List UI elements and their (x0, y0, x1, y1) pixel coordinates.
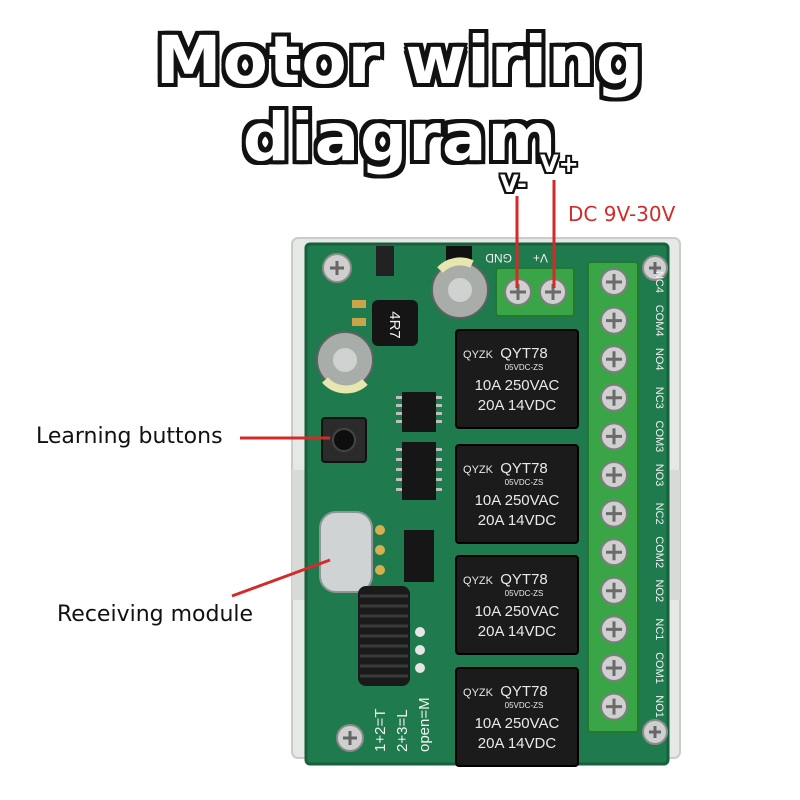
relay-coil-spec: 05VDC-ZS (505, 478, 544, 487)
mounting-screw-top-right (642, 255, 668, 281)
terminal-screw-slot (606, 389, 622, 406)
crystal-oscillator (319, 511, 373, 593)
terminal-label-com2: COM2 (653, 536, 665, 568)
relay-brand: QYZK (463, 687, 494, 699)
terminal-label-com4: COM4 (653, 305, 665, 337)
v-minus-label: V- (500, 170, 527, 198)
electrolytic-capacitor (316, 331, 374, 394)
smd-resistor (352, 300, 366, 308)
terminal-label-nc4: NC4 (653, 271, 665, 293)
relay-model: QYT78 (500, 571, 548, 588)
inductor-label: 4R7 (386, 311, 403, 339)
learning-buttons-callout: Learning buttons (36, 424, 223, 449)
terminal-label-com1: COM1 (653, 652, 665, 684)
mounting-screw-bottom-right (642, 719, 668, 745)
antenna-coil (358, 586, 410, 686)
enclosure-rail-left (292, 470, 306, 600)
relay-model: QYT78 (500, 460, 548, 477)
terminal-label-no3: NO3 (653, 464, 665, 487)
learning-button[interactable] (321, 417, 367, 463)
inductor: 4R7 (372, 300, 418, 346)
terminal-screw-slot (606, 351, 622, 368)
terminal-label-no4: NO4 (653, 348, 665, 371)
relay-dc-rating: 20A 14VDC (478, 735, 557, 752)
regulator-chip (376, 246, 394, 276)
supply-voltage-label: DC 9V-30V (568, 202, 676, 226)
relay-dc-rating: 20A 14VDC (478, 512, 557, 529)
mode-label-toggle: 1+2=T (372, 709, 389, 752)
relay-brand: QYZK (463, 575, 494, 587)
terminal-screw-slot (606, 698, 622, 715)
relay-coil-spec: 05VDC-ZS (505, 701, 544, 710)
terminal-label-nc2: NC2 (653, 503, 665, 525)
page-title: Motor wiring diagram (155, 22, 645, 176)
ic-chip (396, 392, 442, 432)
receiver-header-pins (375, 525, 385, 575)
terminal-label-no2: NO2 (653, 579, 665, 602)
mounting-screw-top-left (322, 253, 352, 283)
relay-ac-rating: 10A 250VAC (475, 603, 560, 620)
relay-terminal-strip[interactable] (587, 261, 639, 733)
relay-model: QYT78 (500, 345, 548, 362)
relay-coil-spec: 05VDC-ZS (505, 589, 544, 598)
ic-chip (396, 442, 442, 500)
mode-label-latch: 2+3=L (394, 709, 411, 752)
terminal-screw-slot (606, 505, 622, 522)
receiving-module-pointer (231, 558, 331, 598)
terminal-screw-slot (606, 312, 622, 329)
relay-brand: QYZK (463, 349, 494, 361)
v-plus-label: V+ (540, 150, 579, 178)
smd-resistor (352, 318, 366, 326)
power-terminal-block[interactable] (495, 267, 575, 317)
relay-dc-rating: 20A 14VDC (478, 623, 557, 640)
terminal-screw-slot (606, 660, 622, 676)
terminal-screw-slot (606, 582, 622, 599)
vplus-silkscreen: V+ (533, 251, 548, 265)
terminal-label-com3: COM3 (653, 421, 665, 453)
mode-label-momentary: open=M (416, 697, 433, 752)
terminal-label-no1: NO1 (653, 695, 665, 718)
relay-coil-spec: 05VDC-ZS (505, 363, 544, 372)
electrolytic-capacitor (431, 257, 489, 319)
terminal-screw-slot (606, 467, 622, 483)
terminal-screw-slot (606, 544, 622, 561)
terminal-screw-slot (606, 428, 622, 445)
terminal-label-nc3: NC3 (653, 387, 665, 409)
receiving-module-callout: Receiving module (57, 602, 254, 627)
relay-brand: QYZK (463, 464, 494, 476)
gnd-silkscreen: GND (485, 251, 512, 265)
terminal-screw-slot (606, 274, 622, 290)
mounting-screw-bottom-left (336, 724, 364, 752)
mode-jumper-area: 1+2=T 2+3=L open=M (372, 627, 433, 752)
relay-model: QYT78 (500, 683, 548, 700)
relay-ac-rating: 10A 250VAC (475, 715, 560, 732)
terminal-label-nc1: NC1 (653, 618, 665, 640)
relay-ac-rating: 10A 250VAC (475, 377, 560, 394)
ic-chip (404, 530, 434, 582)
relay-dc-rating: 20A 14VDC (478, 397, 557, 414)
terminal-screw-slot (606, 621, 622, 638)
relay-ac-rating: 10A 250VAC (475, 492, 560, 509)
